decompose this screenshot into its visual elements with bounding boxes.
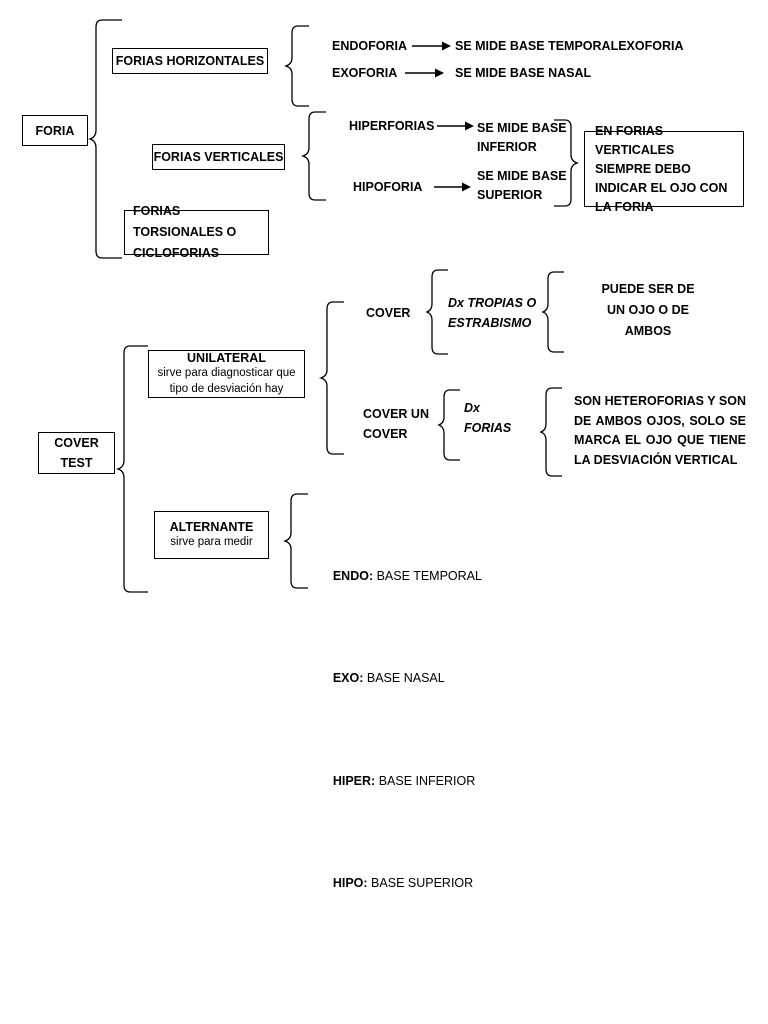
- measure-value-hiper: BASE INFERIOR: [375, 773, 476, 788]
- node-forias-torsionales: FORIAS TORSIONALES O CICLOFORIAS: [124, 204, 269, 260]
- node-foria-label: FORIA: [35, 123, 75, 138]
- node-cover-test: COVER TEST: [38, 432, 115, 474]
- node-forias-horizontales-label: FORIAS HORIZONTALES: [115, 54, 265, 68]
- nota-cover-un-cover: SON HETEROFORIAS Y SON DE AMBOS OJOS, SO…: [574, 394, 750, 467]
- node-unilateral-subtitle: sirve para diagnosticar que tipo de desv…: [157, 367, 296, 395]
- node-alternante: ALTERNANTE sirve para medir: [154, 511, 269, 559]
- nota-forias-verticales-text: EN FORIAS VERTICALES SIEMPRE DEBO INDICA…: [595, 123, 728, 214]
- test-cover-label: COVER: [366, 306, 411, 320]
- brace-cover: [425, 269, 448, 355]
- term-hiperforias: HIPERFORIAS: [349, 119, 435, 133]
- term-endoforia: ENDOFORIA: [332, 39, 407, 53]
- measure-row-endo: ENDO: BASE TEMPORAL: [312, 545, 552, 607]
- measure-value-exo: BASE NASAL: [363, 671, 445, 685]
- dx-tropias-estrabismo: Dx TROPIAS O ESTRABISMO: [448, 296, 537, 330]
- node-cover-test-label: COVER TEST: [54, 436, 99, 470]
- node-foria: FORIA: [22, 115, 88, 146]
- brace-forias-verticales: [300, 111, 326, 201]
- node-nota-forias-verticales: EN FORIAS VERTICALES SIEMPRE DEBO INDICA…: [584, 124, 744, 214]
- term-hipoforia: HIPOFORIA: [353, 180, 423, 194]
- measure-value-endo: BASE TEMPORAL: [373, 568, 482, 583]
- measure-value-hipo: BASE SUPERIOR: [367, 876, 474, 890]
- result-hiperforias: SE MIDE BASE INFERIOR: [477, 121, 567, 154]
- brace-foria-main: [87, 19, 122, 259]
- measure-row-exo: EXO: BASE NASAL: [312, 648, 552, 710]
- result-endoforia: SE MIDE BASE TEMPORALEXOFORIA: [455, 39, 684, 53]
- brace-cover-un-cover: [437, 389, 460, 461]
- measure-prefix-hiper: HIPER:: [332, 773, 376, 788]
- arrow-right-icon-hiperforias: [437, 121, 474, 131]
- brace-verticales-results: [554, 119, 580, 207]
- term-exoforia: EXOFORIA: [332, 66, 398, 80]
- measure-row-hiper: HIPER: BASE INFERIOR: [312, 750, 552, 812]
- brace-forias-horizontales: [283, 25, 309, 107]
- alternante-measures: ENDO: BASE TEMPORAL EXO: BASE NASAL HIPE…: [312, 504, 552, 955]
- arrow-right-icon-endoforia: [412, 41, 451, 51]
- node-alternante-title: ALTERNANTE: [169, 520, 254, 534]
- measure-prefix-endo: ENDO:: [332, 568, 374, 583]
- node-alternante-subtitle: sirve para medir: [170, 536, 253, 548]
- dx-forias: Dx FORIAS: [464, 401, 512, 435]
- measure-row-hipo: HIPO: BASE SUPERIOR: [312, 853, 552, 915]
- node-forias-torsionales-label: FORIAS TORSIONALES O CICLOFORIAS: [133, 204, 237, 260]
- brace-cover-test-main: [115, 345, 148, 593]
- measure-prefix-exo: EXO:: [332, 671, 364, 685]
- result-hipoforia: SE MIDE BASE SUPERIOR: [477, 169, 567, 202]
- arrow-right-icon-exoforia: [405, 68, 444, 78]
- test-cover-un-cover-label: COVER UN COVER: [363, 407, 429, 441]
- result-exoforia: SE MIDE BASE NASAL: [455, 66, 592, 80]
- node-forias-horizontales: FORIAS HORIZONTALES: [112, 48, 268, 74]
- node-forias-verticales: FORIAS VERTICALES: [152, 144, 285, 170]
- brace-alternante: [282, 493, 308, 589]
- arrow-right-icon-hipoforia: [434, 182, 471, 192]
- node-forias-verticales-label: FORIAS VERTICALES: [153, 150, 284, 164]
- brace-dx-forias: [539, 387, 562, 477]
- measure-prefix-hipo: HIPO:: [332, 876, 368, 890]
- brace-unilateral: [318, 301, 344, 455]
- brace-dx-tropias: [541, 271, 564, 353]
- node-unilateral: UNILATERAL sirve para diagnosticar que t…: [148, 350, 305, 398]
- node-unilateral-title: UNILATERAL: [187, 351, 266, 365]
- nota-cover: PUEDE SER DE UN OJO O DE AMBOS: [601, 282, 695, 338]
